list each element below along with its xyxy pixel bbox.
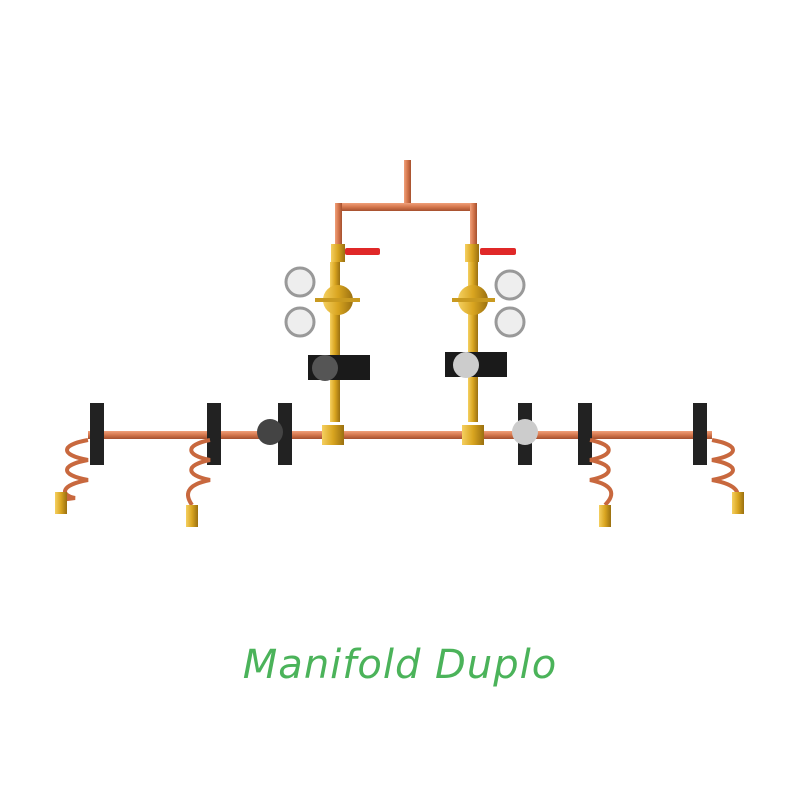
pigtail-coils [59,438,740,507]
ball-valve-right [465,244,516,262]
regulator-right [452,262,526,422]
inlet-pipe [335,160,477,248]
product-caption: Manifold Duplo [242,642,558,688]
cylinder-connectors [55,492,744,527]
mounting-brackets [90,403,707,465]
regulator-left [284,262,360,422]
shutoff-valves [308,352,507,381]
ball-valve-left [331,244,380,262]
main-header-pipe [88,425,712,445]
